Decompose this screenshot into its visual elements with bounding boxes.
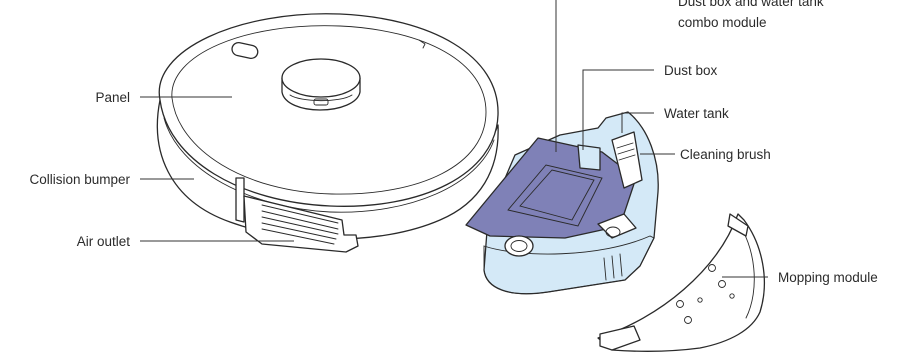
robot-vacuum-body (157, 14, 498, 239)
label-water-tank: Water tank (664, 106, 729, 121)
label-air-outlet: Air outlet (77, 234, 131, 249)
label-cleaning-brush: Cleaning brush (680, 147, 771, 162)
label-mopping-module: Mopping module (778, 270, 878, 285)
lidar-turret (282, 59, 360, 110)
label-collision-bumper: Collision bumper (29, 172, 130, 187)
label-combo-module-line2: combo module (678, 15, 767, 30)
label-dust-box: Dust box (664, 63, 718, 78)
label-combo-module-line1: Dust box and water tank (678, 0, 824, 9)
label-panel: Panel (95, 90, 130, 105)
